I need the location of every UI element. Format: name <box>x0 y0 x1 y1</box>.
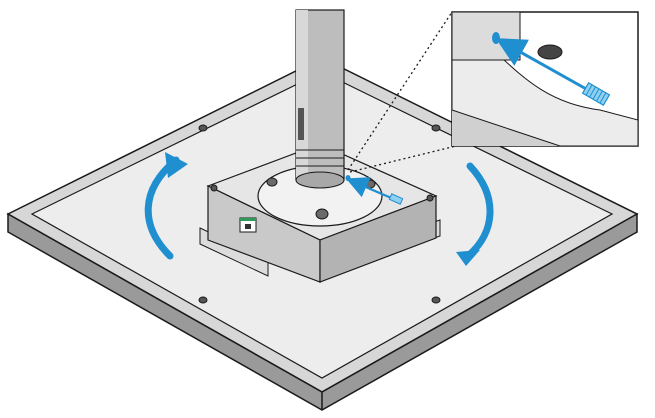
base-knob <box>266 177 278 187</box>
bracket-front-right <box>319 195 437 283</box>
rotate-left-arrowhead <box>165 152 188 178</box>
tile-screws <box>198 124 441 304</box>
rotate-right-arrow <box>464 162 494 260</box>
inset-screw-hole <box>492 32 500 44</box>
tile-screw <box>198 296 208 304</box>
pole-threads <box>296 149 344 167</box>
inset-knob <box>537 44 563 60</box>
screw-icon <box>388 193 404 205</box>
rotation-arrow-icon <box>144 152 494 266</box>
bracket-screw <box>426 194 434 202</box>
tile-screw <box>431 296 441 304</box>
pole-highlight <box>296 10 308 180</box>
pole-collar <box>295 171 345 189</box>
rotate-right-arrowhead <box>456 250 480 266</box>
inset-detail <box>451 11 639 147</box>
callout-leaders <box>347 11 457 173</box>
inset-pole <box>451 11 521 61</box>
rotate-left-arrow <box>144 156 180 260</box>
insert-screw-arrow <box>345 177 404 205</box>
screw-hole <box>345 175 351 181</box>
mount-bracket <box>199 143 441 283</box>
inset-insert-arrow <box>495 38 589 92</box>
tile-screw <box>431 124 441 132</box>
ethernet-port-icon <box>239 217 257 233</box>
bracket-screw <box>210 184 218 192</box>
screw-icon <box>581 81 611 107</box>
tile-screw <box>198 124 208 132</box>
pole-slot <box>298 108 304 140</box>
support-pole <box>295 9 345 189</box>
base-knob <box>315 208 329 220</box>
